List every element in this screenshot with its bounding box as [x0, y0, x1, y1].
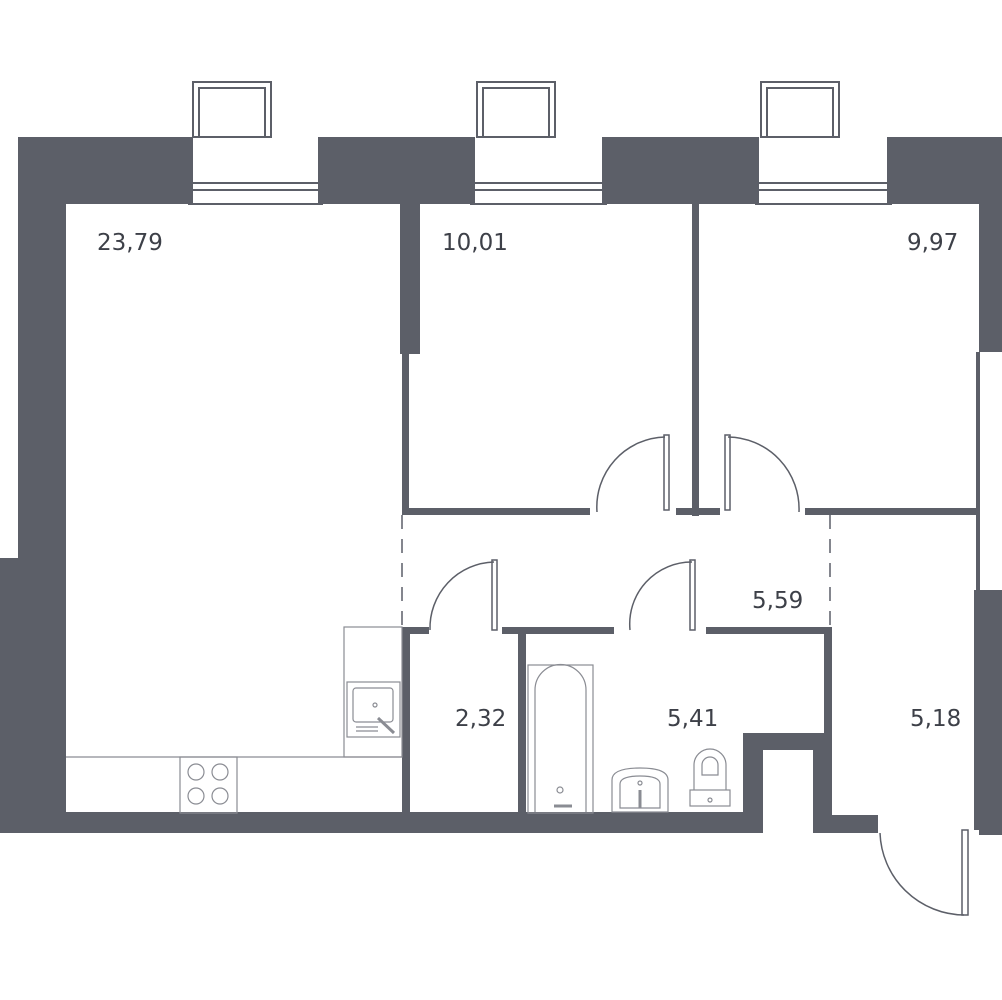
- washbasin-icon: [611, 767, 669, 813]
- wall-left-lower: [0, 558, 66, 833]
- partition-stub: [676, 508, 720, 515]
- walls: [0, 137, 1002, 835]
- partition-right-bottom: [805, 508, 980, 515]
- partition-mid-right: [692, 204, 699, 516]
- area-bedroom-right: 9,97: [907, 230, 958, 256]
- partition-entry-right: [974, 590, 979, 830]
- partitions: [402, 204, 980, 830]
- area-living-kitchen: 23,79: [97, 230, 163, 256]
- door-entry: [879, 829, 969, 916]
- partition-bath-top: [706, 627, 832, 634]
- partition-bath-right: [824, 627, 832, 737]
- kitchen: [66, 626, 403, 814]
- toilet-icon: [689, 748, 731, 807]
- area-bedroom-middle: 10,01: [442, 230, 508, 256]
- partition-mid-left: [402, 354, 409, 514]
- wall-right-upper: [979, 137, 1002, 352]
- area-bathroom: 5,41: [667, 706, 718, 732]
- partition-storage-left: [402, 627, 410, 815]
- windows: [188, 81, 892, 205]
- wall-top-mid-left: [318, 137, 475, 204]
- wall-top-mid-right: [602, 137, 759, 204]
- wall-living-bedroom: [400, 204, 420, 354]
- area-labels: 23,79 10,01 9,97 5,59 2,32 5,41 5,18: [97, 230, 961, 732]
- wall-bottom: [0, 812, 745, 833]
- shaft-wall: [743, 733, 878, 833]
- partition-mid-bottom: [402, 508, 590, 515]
- door-bedroom-middle: [596, 434, 670, 513]
- door-storage: [429, 559, 498, 631]
- window-middle: [470, 81, 607, 205]
- door-bedroom-right: [724, 434, 800, 513]
- zone-lines: [401, 515, 831, 627]
- doors: [429, 434, 969, 916]
- stove-icon: [179, 756, 238, 814]
- window-right: [755, 81, 892, 205]
- window-left: [188, 81, 323, 205]
- wall-right-lower: [979, 590, 1002, 835]
- door-bathroom: [628, 559, 696, 631]
- partition-storage-right: [518, 627, 526, 815]
- wall-left-upper: [18, 137, 66, 562]
- partition-storage-top: [402, 627, 429, 634]
- area-hall: 5,59: [752, 588, 803, 614]
- area-corridor-entry: 5,18: [910, 706, 961, 732]
- sink-icon: [346, 681, 401, 738]
- partition-storage-top2: [502, 627, 614, 634]
- bathroom-fixtures: [527, 663, 731, 814]
- area-storage: 2,32: [455, 706, 506, 732]
- partition-right-col: [976, 352, 980, 590]
- bathtub-icon: [527, 663, 594, 814]
